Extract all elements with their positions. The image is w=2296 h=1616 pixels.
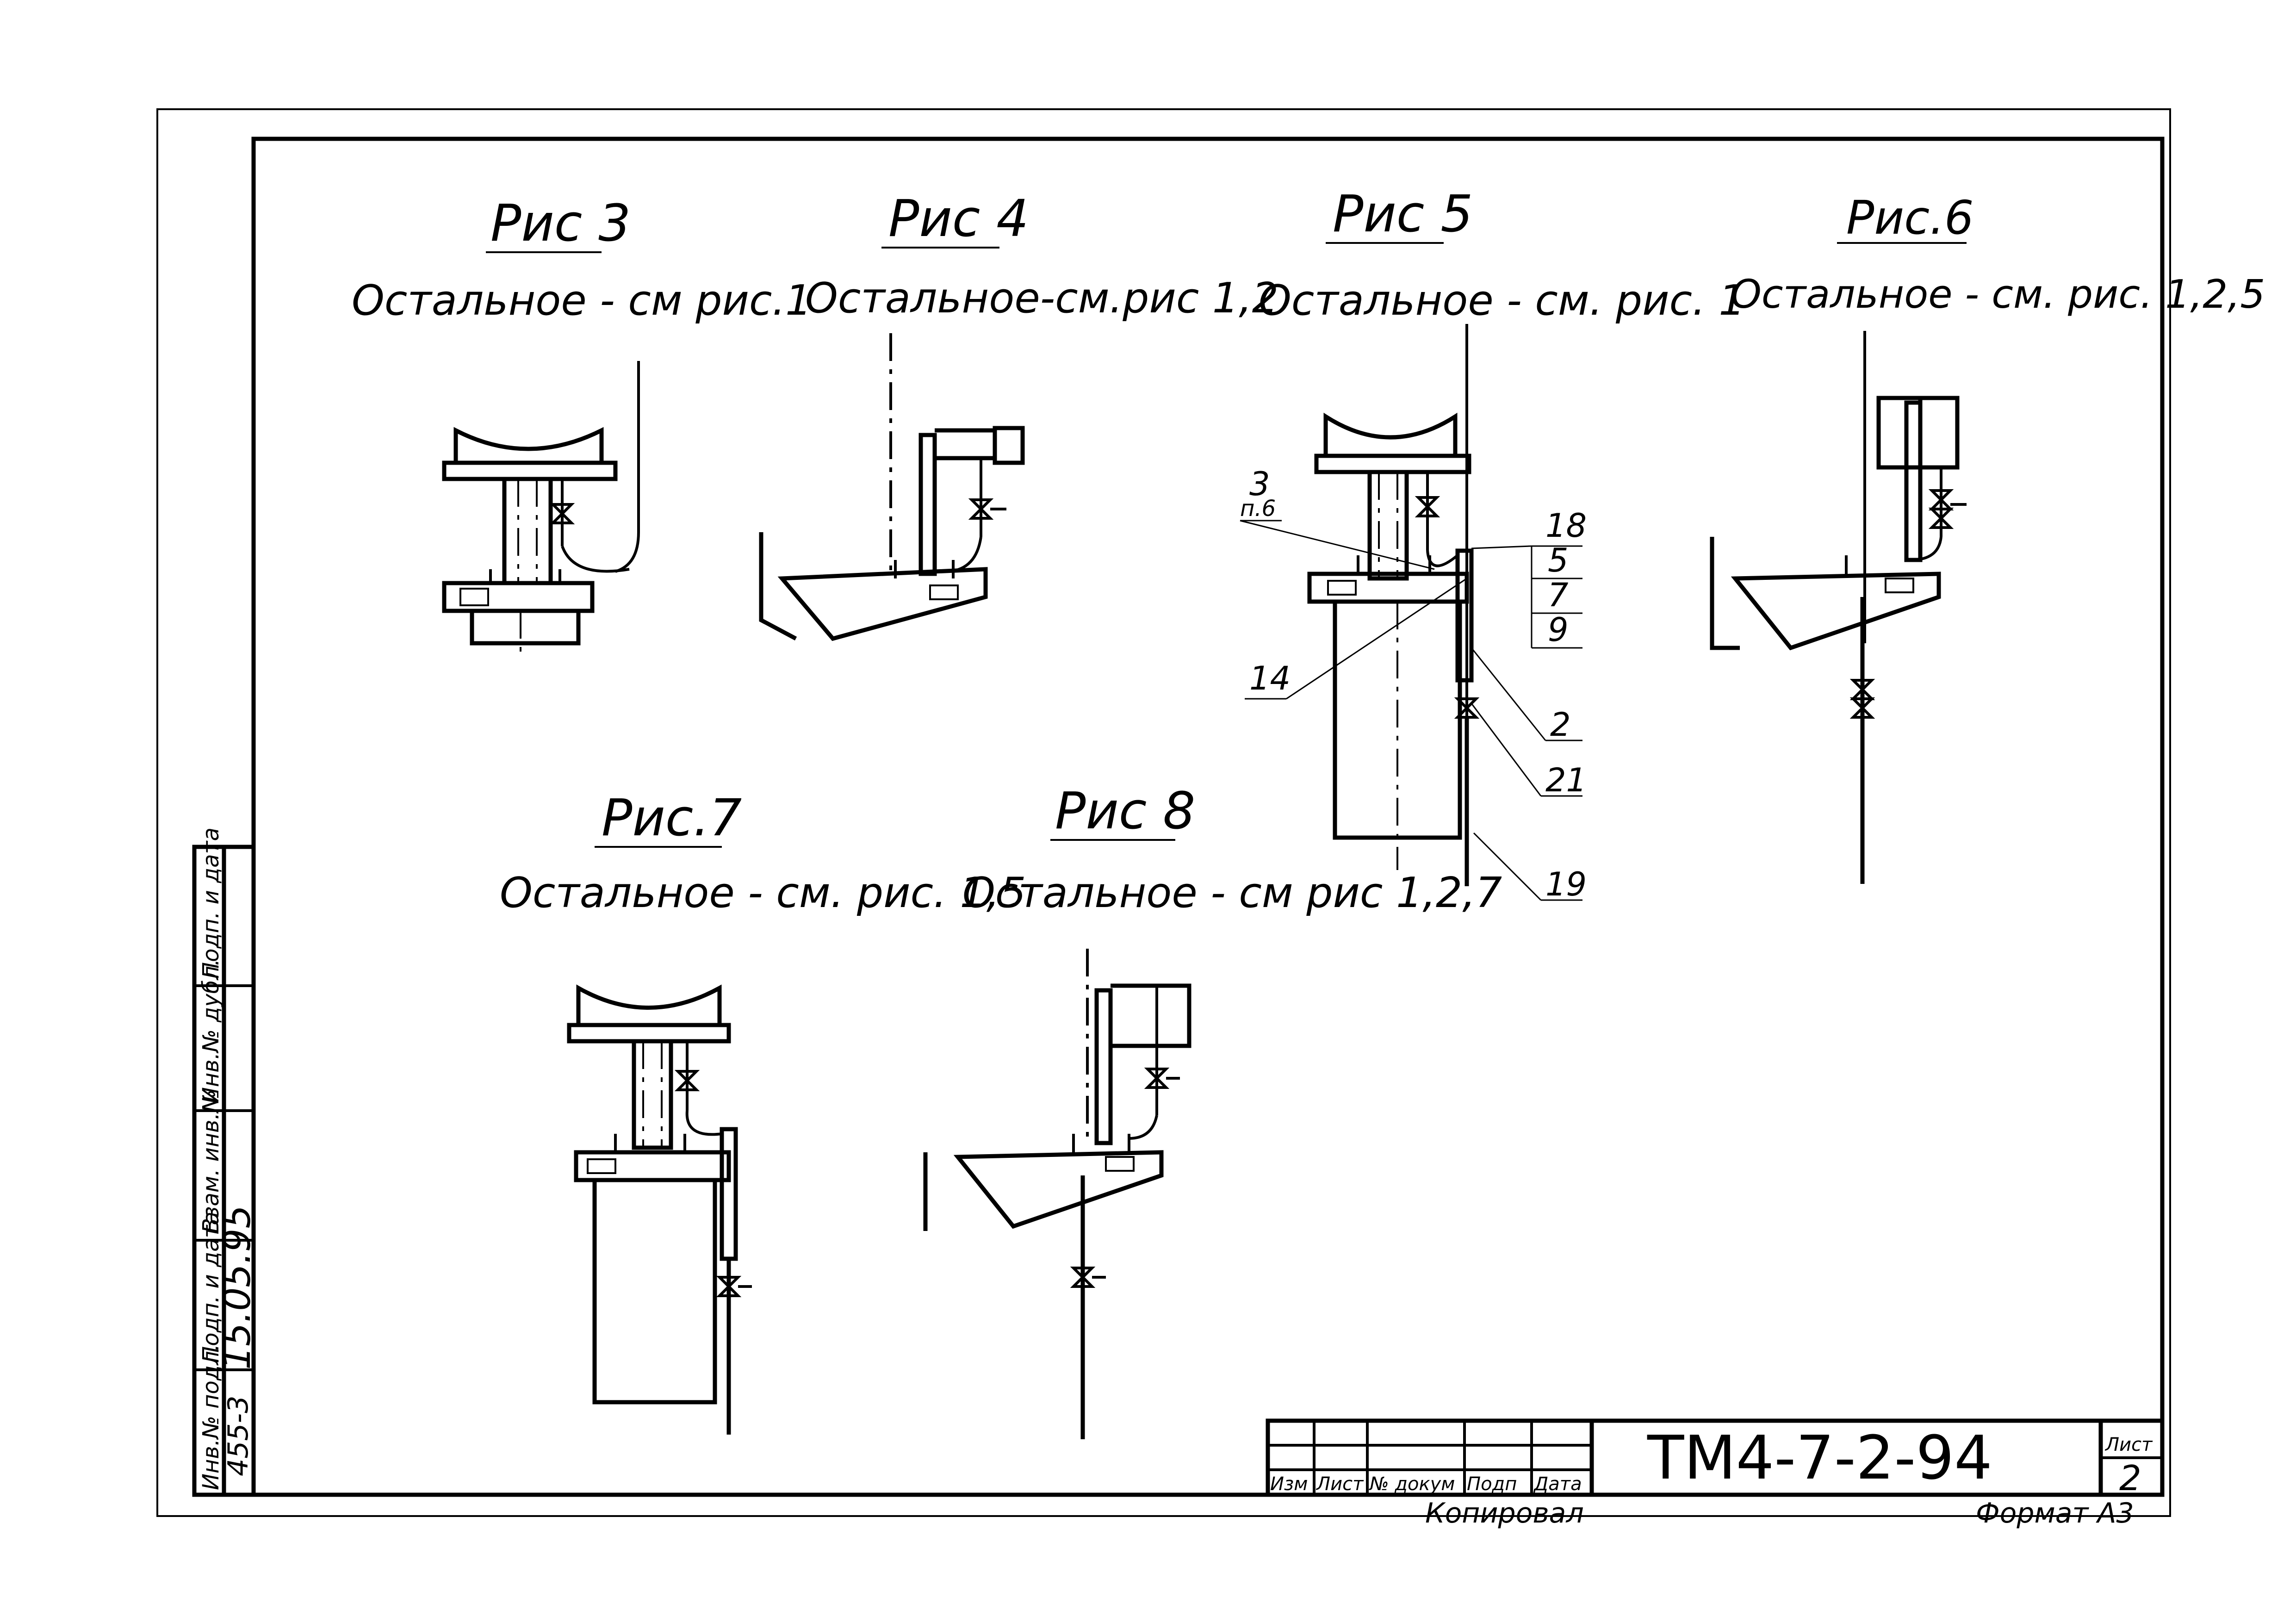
sheet-number: 2 [2119, 1458, 2141, 1498]
figure-8: Рис 8 Остальное - см рис 1,2,7 [923, 781, 1502, 1439]
stamp-col-replace-inv: Взам. инв.№ [198, 1089, 224, 1233]
stamp-col-sign-date-1: Подп. и дата [198, 1212, 224, 1363]
callout-p6: п.6 [1240, 496, 1276, 522]
callout-14: 14 [1249, 659, 1291, 697]
callout-19: 19 [1545, 865, 1587, 903]
title-block: Изм Лист № докум Подп Дата ТМ4-7-2-94 Ли… [1266, 1418, 2165, 1529]
fig4-note: Остальное-см.рис 1,2 [805, 274, 1278, 323]
doc-code: ТМ4-7-2-94 [1647, 1423, 1992, 1493]
stamp-inv-number: 455-3 [222, 1396, 254, 1476]
callout-2: 2 [1550, 706, 1571, 744]
fig5-title: Рис 5 [1333, 184, 1473, 243]
figure-6: Рис.6 Остальное - см. рис. 1,2,5 [1710, 191, 2265, 884]
callout-7: 7 [1548, 576, 1569, 614]
stamp-date: 15.05.95 [216, 1205, 259, 1370]
fig3-note: Остальное - см рис.1 [352, 276, 812, 325]
figure-3: Рис 3 Остальное - см рис.1 [352, 193, 812, 657]
sheet-label: Лист [2104, 1434, 2153, 1455]
tb-col-doc: № докум [1369, 1473, 1455, 1495]
callout-3: 3 [1249, 465, 1270, 503]
side-stamp: Инв.№ подл. Подп. и дата Взам. инв.№ Инв… [192, 827, 259, 1497]
inner-frame [251, 137, 2165, 1497]
copied-by: Копировал [1425, 1497, 1584, 1529]
callout-18: 18 [1545, 507, 1587, 545]
stamp-col-inv-orig: Инв.№ подл. [198, 1344, 224, 1490]
figure-7: Рис.7 Остальное - см. рис. 1,5 [500, 788, 1026, 1435]
stamp-col-sign-date-2: Подп. и дата [198, 827, 224, 979]
figure-4: Рис 4 Остальное-см.рис 1,2 [759, 189, 1278, 641]
figure-5: Рис 5 Остальное - см. рис. 1 [1240, 184, 1745, 903]
fig8-title: Рис 8 [1055, 781, 1195, 840]
callout-5: 5 [1548, 541, 1569, 579]
fig4-title: Рис 4 [888, 189, 1029, 248]
callout-21: 21 [1545, 761, 1587, 799]
outer-frame [156, 108, 2171, 1517]
fig7-note: Остальное - см. рис. 1,5 [500, 869, 1026, 917]
fig8-note: Остальное - см рис 1,2,7 [962, 869, 1502, 917]
tb-col-date: Дата [1533, 1473, 1582, 1495]
tb-col-izm: Изм [1270, 1473, 1308, 1495]
callout-9: 9 [1548, 611, 1569, 649]
fig5-note: Остальное - см. рис. 1 [1259, 276, 1745, 325]
sheet-format: Формат А3 [1976, 1497, 2134, 1529]
fig6-note: Остальное - см. рис. 1,2,5 [1731, 272, 2265, 317]
tb-col-sign: Подп [1467, 1473, 1517, 1495]
fig6-title: Рис.6 [1846, 191, 1974, 245]
fig7-title: Рис.7 [602, 788, 742, 847]
fig3-title: Рис 3 [490, 193, 631, 253]
stamp-col-inv-dup: Инв.№ дубл. [198, 959, 224, 1104]
tb-col-list: Лист [1316, 1473, 1364, 1495]
